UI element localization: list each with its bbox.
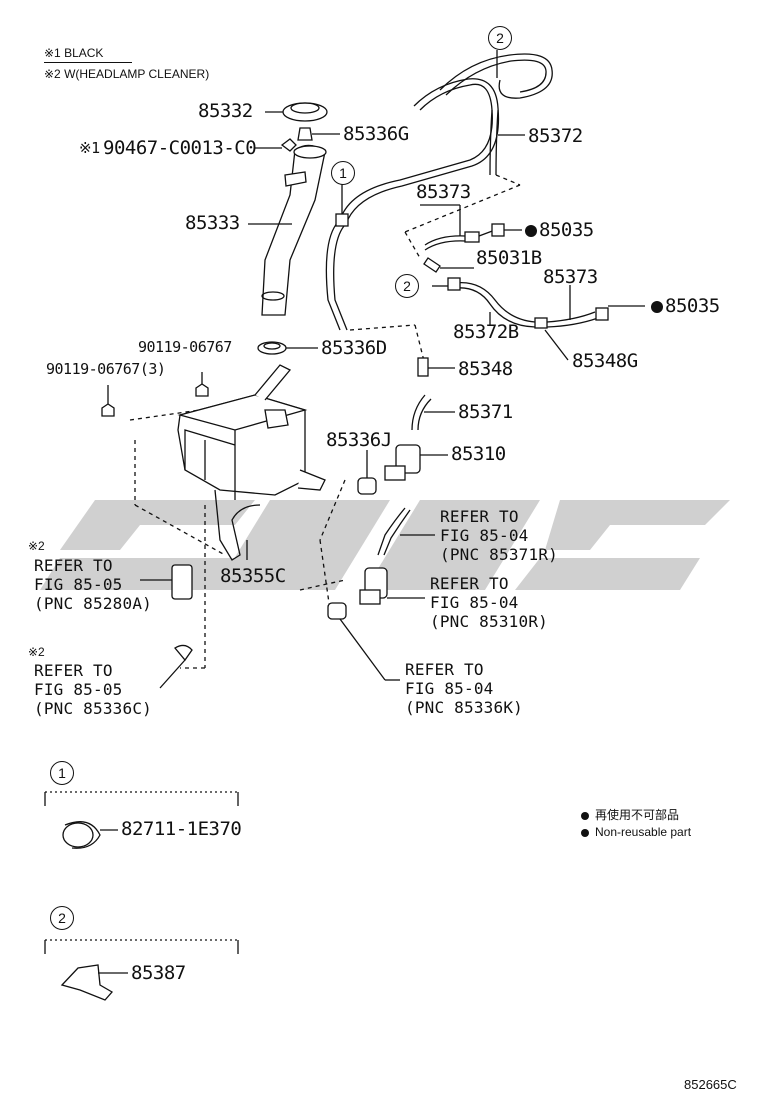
part-82711-1E370: 82711-1E370 bbox=[121, 818, 242, 840]
part-90467-mark: ※1 bbox=[79, 139, 100, 157]
part-85336G: 85336G bbox=[343, 123, 409, 145]
ref-85336C: REFER TO FIG 85-05 (PNC 85336C) bbox=[34, 661, 152, 718]
part-85372B: 85372B bbox=[453, 321, 519, 343]
part-85348G: 85348G bbox=[572, 350, 638, 372]
note-black: ※1 BLACK bbox=[44, 46, 104, 60]
part-85035-lower-number: 85035 bbox=[665, 295, 720, 317]
detail-callout-1: 1 bbox=[50, 761, 74, 785]
ref-line: REFER TO bbox=[430, 574, 509, 593]
figure-code: 852665C bbox=[684, 1077, 737, 1092]
legend-dot bbox=[581, 811, 589, 820]
non-reusable-dot bbox=[651, 301, 663, 313]
non-reusable-dot bbox=[525, 225, 537, 237]
note-divider bbox=[44, 62, 132, 63]
part-85336D: 85336D bbox=[321, 337, 387, 359]
ref-line: FIG 85-04 bbox=[440, 526, 529, 545]
ref-85371R: REFER TO FIG 85-04 (PNC 85371R) bbox=[440, 507, 558, 564]
part-85371: 85371 bbox=[458, 401, 513, 423]
ref-line: (PNC 85336C) bbox=[34, 699, 152, 718]
note-headlamp-cleaner: ※2 W(HEADLAMP CLEANER) bbox=[44, 67, 210, 81]
legend-line2: Non-reusable part bbox=[595, 825, 692, 839]
callout-2-top: 2 bbox=[488, 26, 512, 50]
part-90467-C0013-C0: 90467-C0013-C0 bbox=[103, 137, 257, 159]
ref-line: FIG 85-05 bbox=[34, 680, 123, 699]
part-85336J: 85336J bbox=[326, 429, 392, 451]
ref-line: (PNC 85310R) bbox=[430, 612, 548, 631]
detail-callout-2: 2 bbox=[50, 906, 74, 930]
legend-non-reusable-en: Non-reusable part bbox=[581, 826, 691, 838]
ref-line: REFER TO bbox=[440, 507, 519, 526]
ref-line: (PNC 85371R) bbox=[440, 545, 558, 564]
part-90119-06767-3: 90119-06767(3) bbox=[46, 360, 166, 378]
part-90119-06767: 90119-06767 bbox=[138, 338, 232, 356]
part-85355C: 85355C bbox=[220, 565, 286, 587]
part-85373-upper: 85373 bbox=[416, 181, 471, 203]
ref-85310R: REFER TO FIG 85-04 (PNC 85310R) bbox=[430, 574, 548, 631]
ref-line: (PNC 85336K) bbox=[405, 698, 523, 717]
legend-dot bbox=[581, 828, 589, 837]
part-85333: 85333 bbox=[185, 212, 240, 234]
part-85035-upper: 85035 bbox=[525, 221, 594, 240]
part-85031B: 85031B bbox=[476, 247, 542, 269]
part-85332: 85332 bbox=[198, 100, 253, 122]
part-85348: 85348 bbox=[458, 358, 513, 380]
ref-line: REFER TO bbox=[34, 556, 113, 575]
ref-85336C-mark: ※2 bbox=[28, 645, 45, 659]
ref-line: FIG 85-04 bbox=[430, 593, 519, 612]
watermark-logo bbox=[40, 500, 730, 590]
part-85035-lower: 85035 bbox=[651, 297, 720, 316]
ref-85336K: REFER TO FIG 85-04 (PNC 85336K) bbox=[405, 660, 523, 717]
part-85373-lower: 85373 bbox=[543, 266, 598, 288]
callout-1-hose: 1 bbox=[331, 161, 355, 185]
part-85387: 85387 bbox=[131, 962, 186, 984]
ref-line: FIG 85-05 bbox=[34, 575, 123, 594]
callout-2-hose: 2 bbox=[395, 274, 419, 298]
ref-85280A-mark: ※2 bbox=[28, 539, 45, 553]
ref-line: (PNC 85280A) bbox=[34, 594, 152, 613]
legend-line1: 再使用不可部品 bbox=[595, 808, 680, 822]
ref-85280A: REFER TO FIG 85-05 (PNC 85280A) bbox=[34, 556, 152, 613]
part-85372: 85372 bbox=[528, 125, 583, 147]
legend-non-reusable-jp: 再使用不可部品 bbox=[581, 809, 679, 821]
ref-line: REFER TO bbox=[34, 661, 113, 680]
ref-line: REFER TO bbox=[405, 660, 484, 679]
ref-line: FIG 85-04 bbox=[405, 679, 494, 698]
part-85035-upper-number: 85035 bbox=[539, 219, 594, 241]
part-85310: 85310 bbox=[451, 443, 506, 465]
